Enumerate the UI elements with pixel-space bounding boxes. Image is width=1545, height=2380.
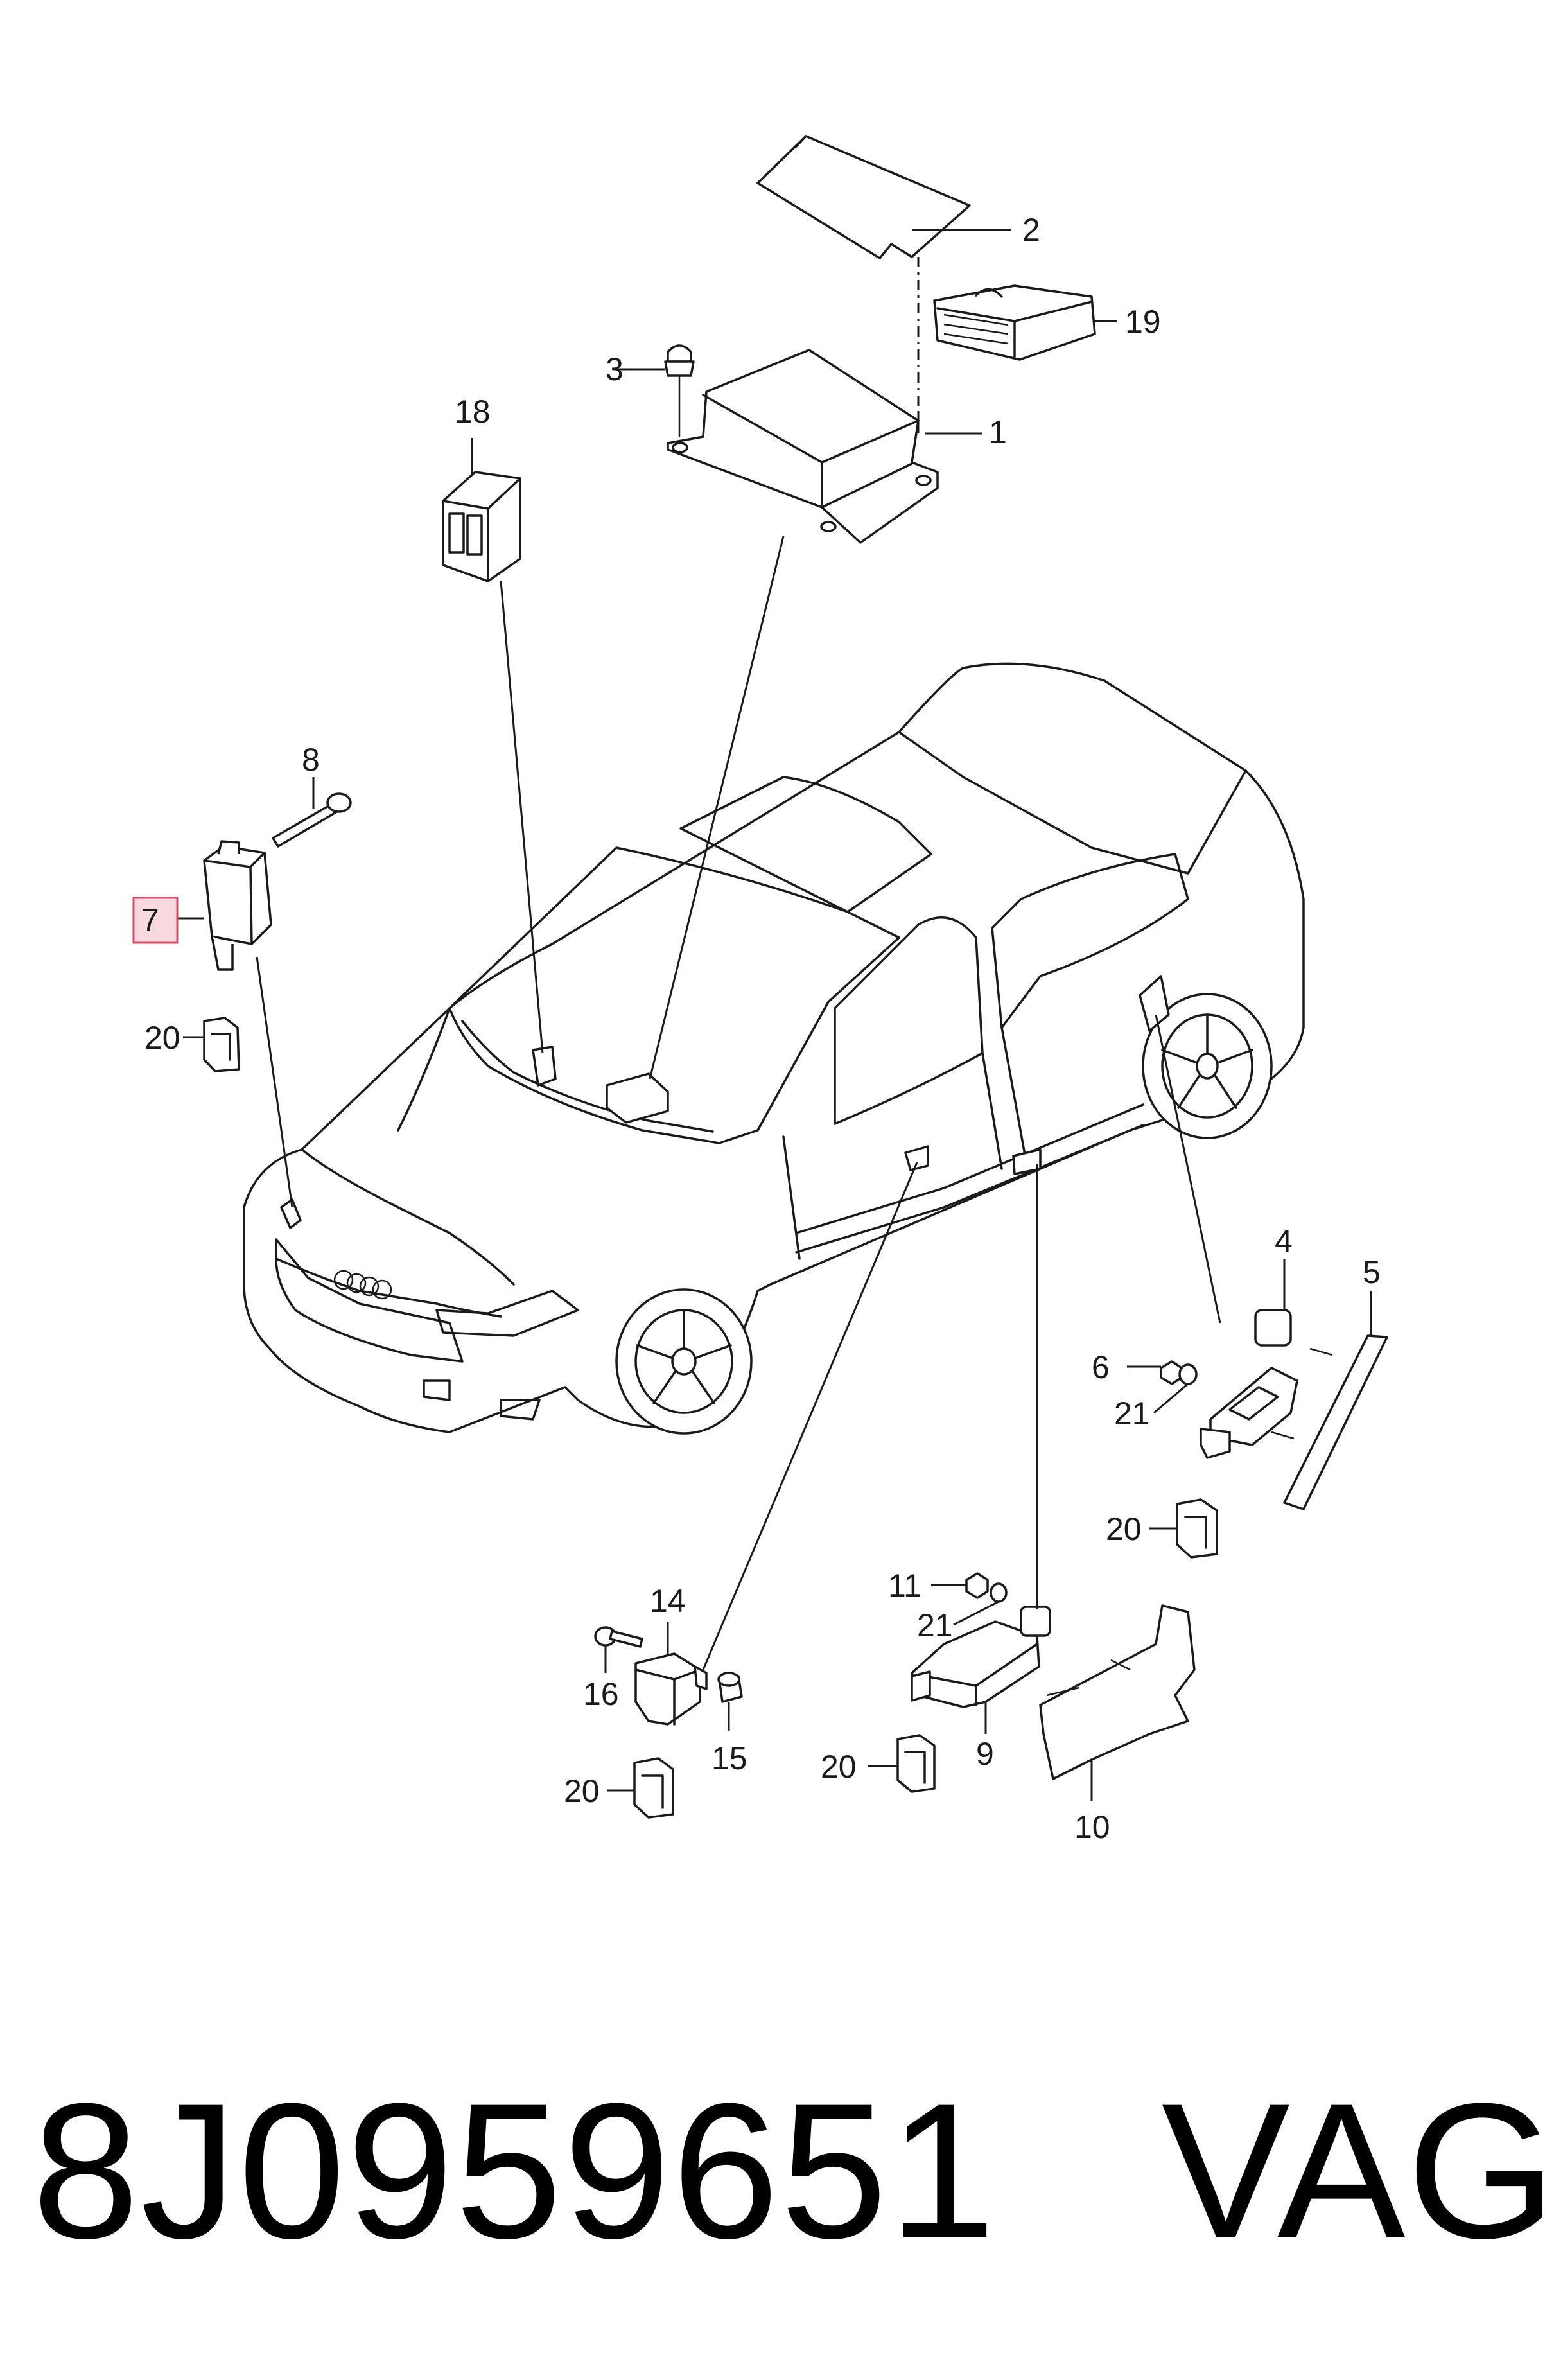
part-10-bracket [1039, 1604, 1196, 1780]
label-20b: 20 [1106, 1511, 1142, 1547]
part-9-sensor [911, 1606, 1051, 1708]
label-9: 9 [976, 1736, 994, 1772]
label-20a: 20 [144, 1020, 180, 1056]
label-8: 8 [302, 742, 320, 778]
part-8-bolt [272, 777, 352, 848]
part-20-connector-d [896, 1734, 936, 1793]
label-4: 4 [1275, 1223, 1293, 1259]
car-illustration [243, 662, 1305, 1435]
part-3-nut [664, 344, 695, 437]
label-16: 16 [583, 1676, 619, 1712]
part-18-switch [442, 471, 521, 582]
label-19: 19 [1125, 304, 1161, 340]
part-16-bolt [594, 1626, 643, 1648]
label-20c: 20 [564, 1773, 600, 1809]
highlight-box-7 [132, 897, 179, 944]
label-18: 18 [455, 394, 491, 430]
part-20-connector-b [1176, 1498, 1218, 1559]
part-7-crash-sensor [203, 840, 272, 971]
part-14-sensor [634, 1652, 708, 1726]
label-10: 10 [1074, 1809, 1110, 1845]
part-number-caption: 8J0959651 VAG [32, 2063, 1545, 2279]
part-5-bracket [1271, 1334, 1388, 1510]
part-2-cover-plate [756, 135, 971, 259]
label-15: 15 [711, 1740, 747, 1776]
label-21b: 21 [917, 1607, 953, 1643]
part-20-connector-a [203, 1017, 240, 1072]
part-20-connector-c [633, 1757, 674, 1819]
label-3: 3 [606, 351, 624, 387]
label-20d: 20 [821, 1749, 857, 1785]
part-labels: 1 2 3 4 5 6 7 8 9 10 11 14 15 16 18 19 2… [141, 212, 1381, 1845]
label-1: 1 [989, 414, 1007, 450]
part-11-nut [965, 1572, 989, 1599]
label-11: 11 [888, 1568, 921, 1604]
label-2: 2 [1022, 212, 1040, 248]
label-14: 14 [650, 1583, 686, 1619]
label-5: 5 [1363, 1254, 1381, 1290]
part-21-washer-a [1178, 1363, 1198, 1385]
part-19-connector [933, 284, 1096, 361]
part-15-nut [717, 1672, 743, 1703]
part-4-side-sensor [1200, 1309, 1298, 1459]
part-21-washer-b [990, 1582, 1008, 1603]
part-6-nut [1160, 1360, 1183, 1385]
part-1-control-unit [667, 349, 939, 544]
label-7: 7 [141, 902, 159, 938]
label-21a: 21 [1114, 1396, 1150, 1431]
leader-lines [172, 229, 1372, 1801]
label-6: 6 [1092, 1349, 1110, 1385]
